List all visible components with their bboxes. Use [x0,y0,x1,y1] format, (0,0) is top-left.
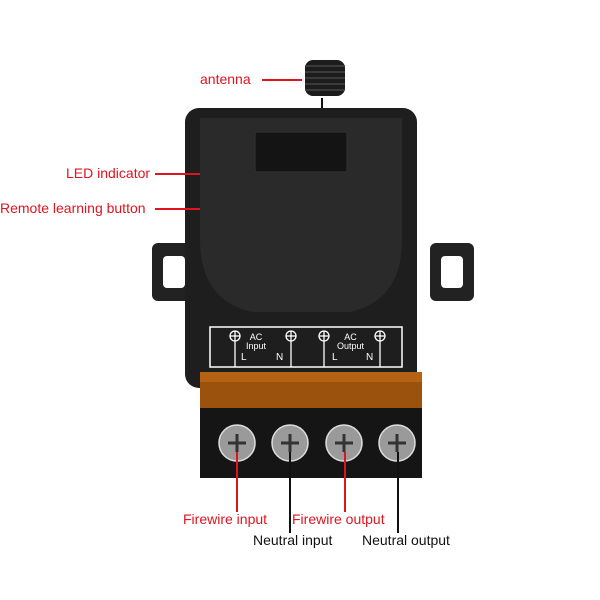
mounting-ear-right [430,243,474,301]
panel-input-ac: AC [249,332,263,342]
panel-output-n: N [366,352,374,363]
label-neutral-input: Neutral input [253,532,333,548]
panel-output-ac: AC [344,332,357,342]
label-firewire-output: Firewire output [292,511,385,527]
panel-output-label: Output [337,341,365,351]
panel-input-label: Input [246,341,267,351]
label-neutral-output: Neutral output [362,532,450,548]
label-firewire-input: Firewire input [183,511,268,527]
annotation-lines [155,79,399,533]
label-remote-learning-button: Remote learning button [0,200,146,216]
label-led-indicator: LED indicator [66,165,151,181]
terminal-label-panel [209,326,403,368]
label-antenna: antenna [200,71,251,87]
antenna-coil [305,60,345,112]
panel-input-n: N [276,352,284,363]
top-cover [200,118,402,312]
panel-input-l: L [241,352,247,363]
led-window [254,131,348,173]
panel-output-l: L [332,352,338,363]
